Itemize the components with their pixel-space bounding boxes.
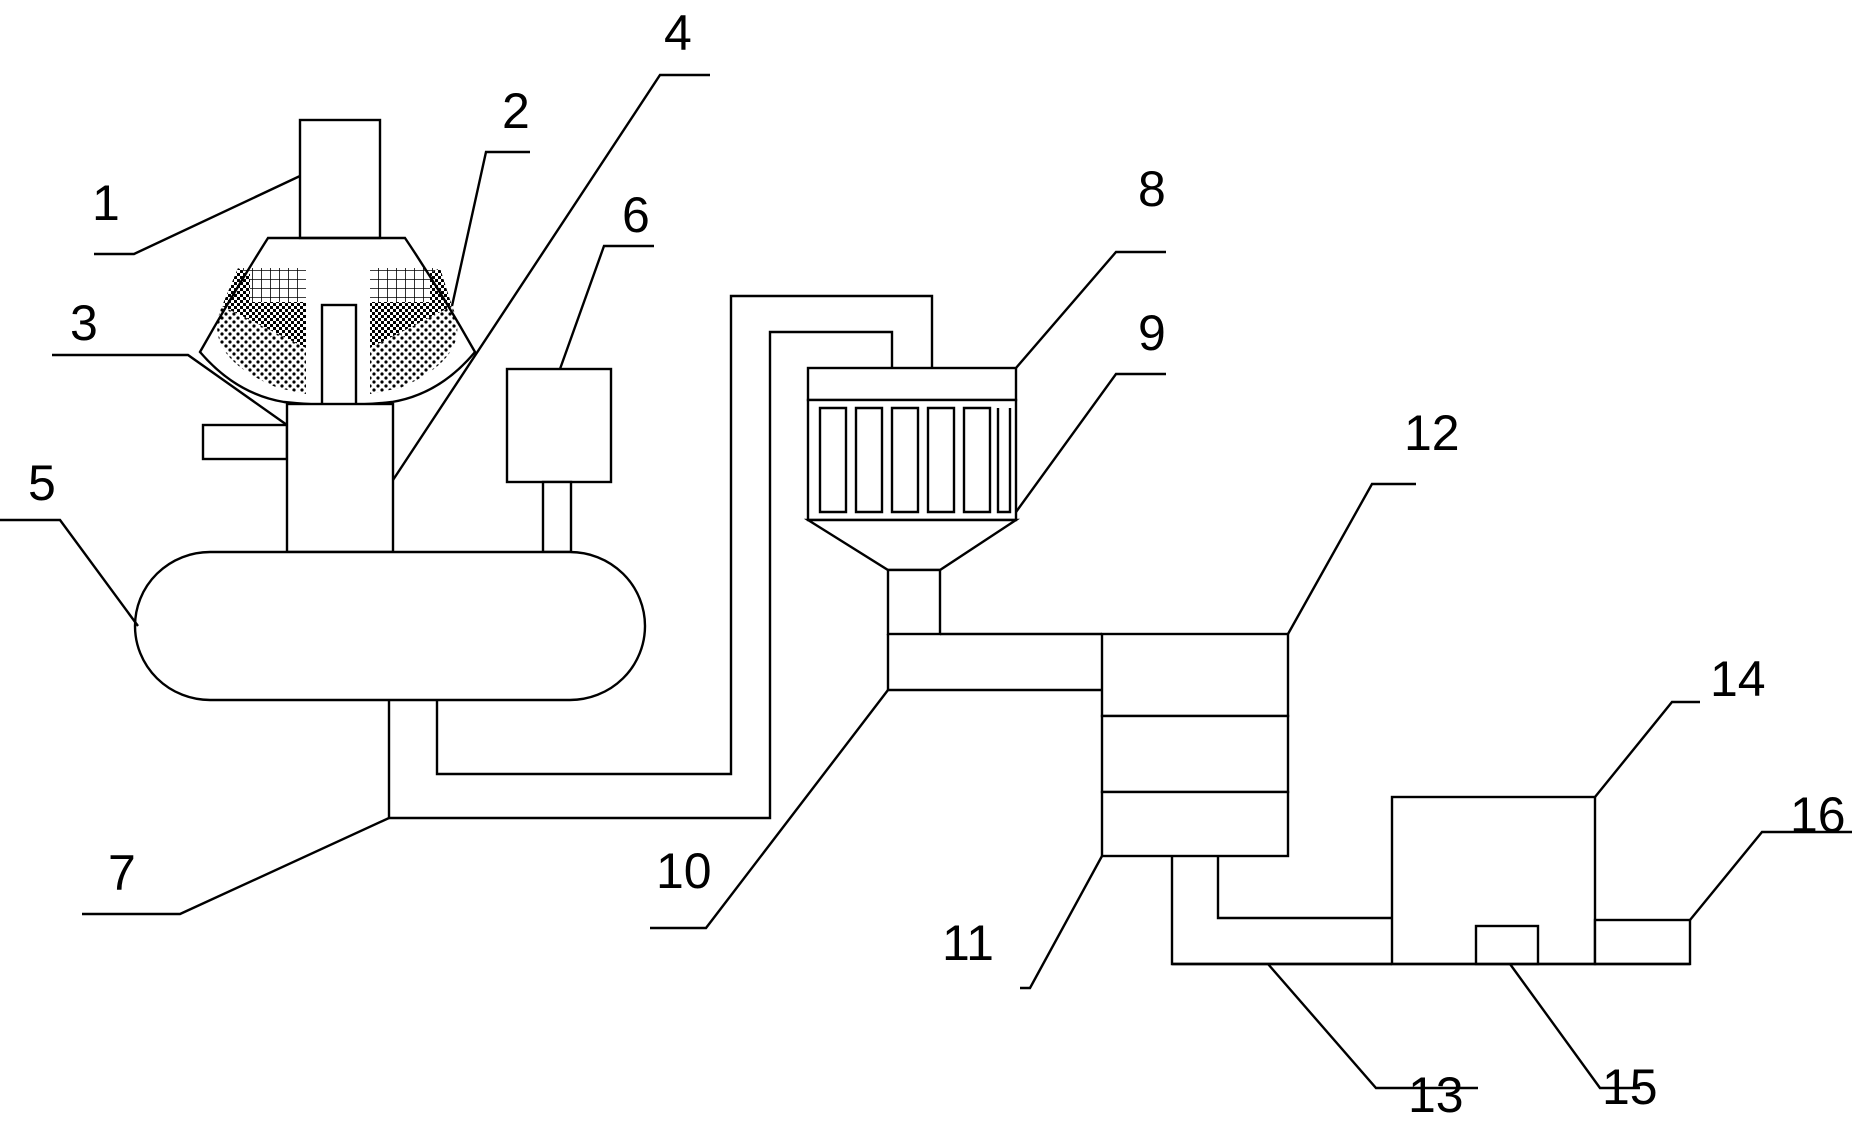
label-8: 8	[1138, 161, 1166, 217]
label-4: 4	[664, 5, 692, 61]
filter-bags	[818, 406, 1012, 514]
leader-6	[558, 244, 654, 370]
leader-7	[82, 816, 390, 916]
leader-11	[1020, 855, 1104, 990]
grinding-column	[285, 402, 395, 554]
unit-16-pipe	[1593, 918, 1692, 966]
leader-9	[1015, 372, 1166, 513]
stack-unit-bottom	[1100, 790, 1290, 858]
pipe-tank-to-cyclone-outer	[435, 294, 934, 776]
label-15: 15	[1602, 1059, 1658, 1115]
label-5: 5	[28, 455, 56, 511]
unit-6-box	[505, 367, 613, 484]
label-12: 12	[1404, 405, 1460, 461]
crusher-right-outer-layer	[370, 306, 458, 394]
main-tank	[133, 550, 647, 702]
label-1: 1	[92, 175, 120, 231]
label-11: 11	[942, 915, 994, 971]
leader-3	[52, 353, 288, 426]
stack-unit-middle	[1100, 714, 1290, 794]
unit-6-stand	[541, 480, 573, 554]
leader-8	[1015, 250, 1166, 369]
unit-15-outlet	[1474, 924, 1540, 966]
collector-outlet	[886, 568, 942, 636]
leader-14	[1594, 700, 1700, 798]
crusher-center-core	[320, 303, 358, 407]
label-13: 13	[1408, 1067, 1464, 1122]
cyclone-collector	[803, 366, 1021, 636]
crusher-left-mesh-block	[250, 268, 306, 302]
collector-top-chamber	[806, 366, 1018, 402]
side-port	[201, 423, 289, 461]
crusher-left-dark-layer	[222, 268, 306, 348]
leader-13	[1267, 963, 1478, 1090]
label-7: 7	[108, 845, 136, 901]
stack-unit-top	[1100, 632, 1290, 718]
crusher-right-mesh-block	[370, 268, 430, 302]
feed-tube	[298, 118, 382, 240]
leader-1	[94, 174, 301, 256]
label-3: 3	[70, 295, 98, 351]
leader-5	[0, 518, 139, 627]
label-9: 9	[1138, 305, 1166, 361]
pipe-tank-to-cyclone-inner	[387, 330, 894, 820]
pipe-stack-to-tank-upper	[1216, 856, 1392, 920]
label-10: 10	[656, 843, 712, 899]
crusher-right-dark-layer	[370, 268, 452, 348]
leader-15	[1509, 963, 1640, 1090]
crusher-left-outer-layer	[217, 306, 306, 394]
collector-hopper	[803, 518, 1021, 572]
label-16: 16	[1790, 787, 1846, 843]
label-2: 2	[502, 83, 530, 139]
crusher-head	[198, 236, 477, 407]
pipe-stack-to-tank-lower	[1170, 856, 1392, 966]
leader-16	[1689, 830, 1852, 921]
label-14: 14	[1710, 651, 1766, 707]
label-6: 6	[622, 187, 650, 243]
leader-10	[650, 689, 889, 930]
leader-4	[391, 73, 710, 481]
pipe-collector-to-stack-lower	[886, 634, 1102, 692]
leader-12	[1286, 482, 1416, 635]
leader-2	[450, 150, 530, 307]
collector-filter-section	[806, 398, 1018, 522]
